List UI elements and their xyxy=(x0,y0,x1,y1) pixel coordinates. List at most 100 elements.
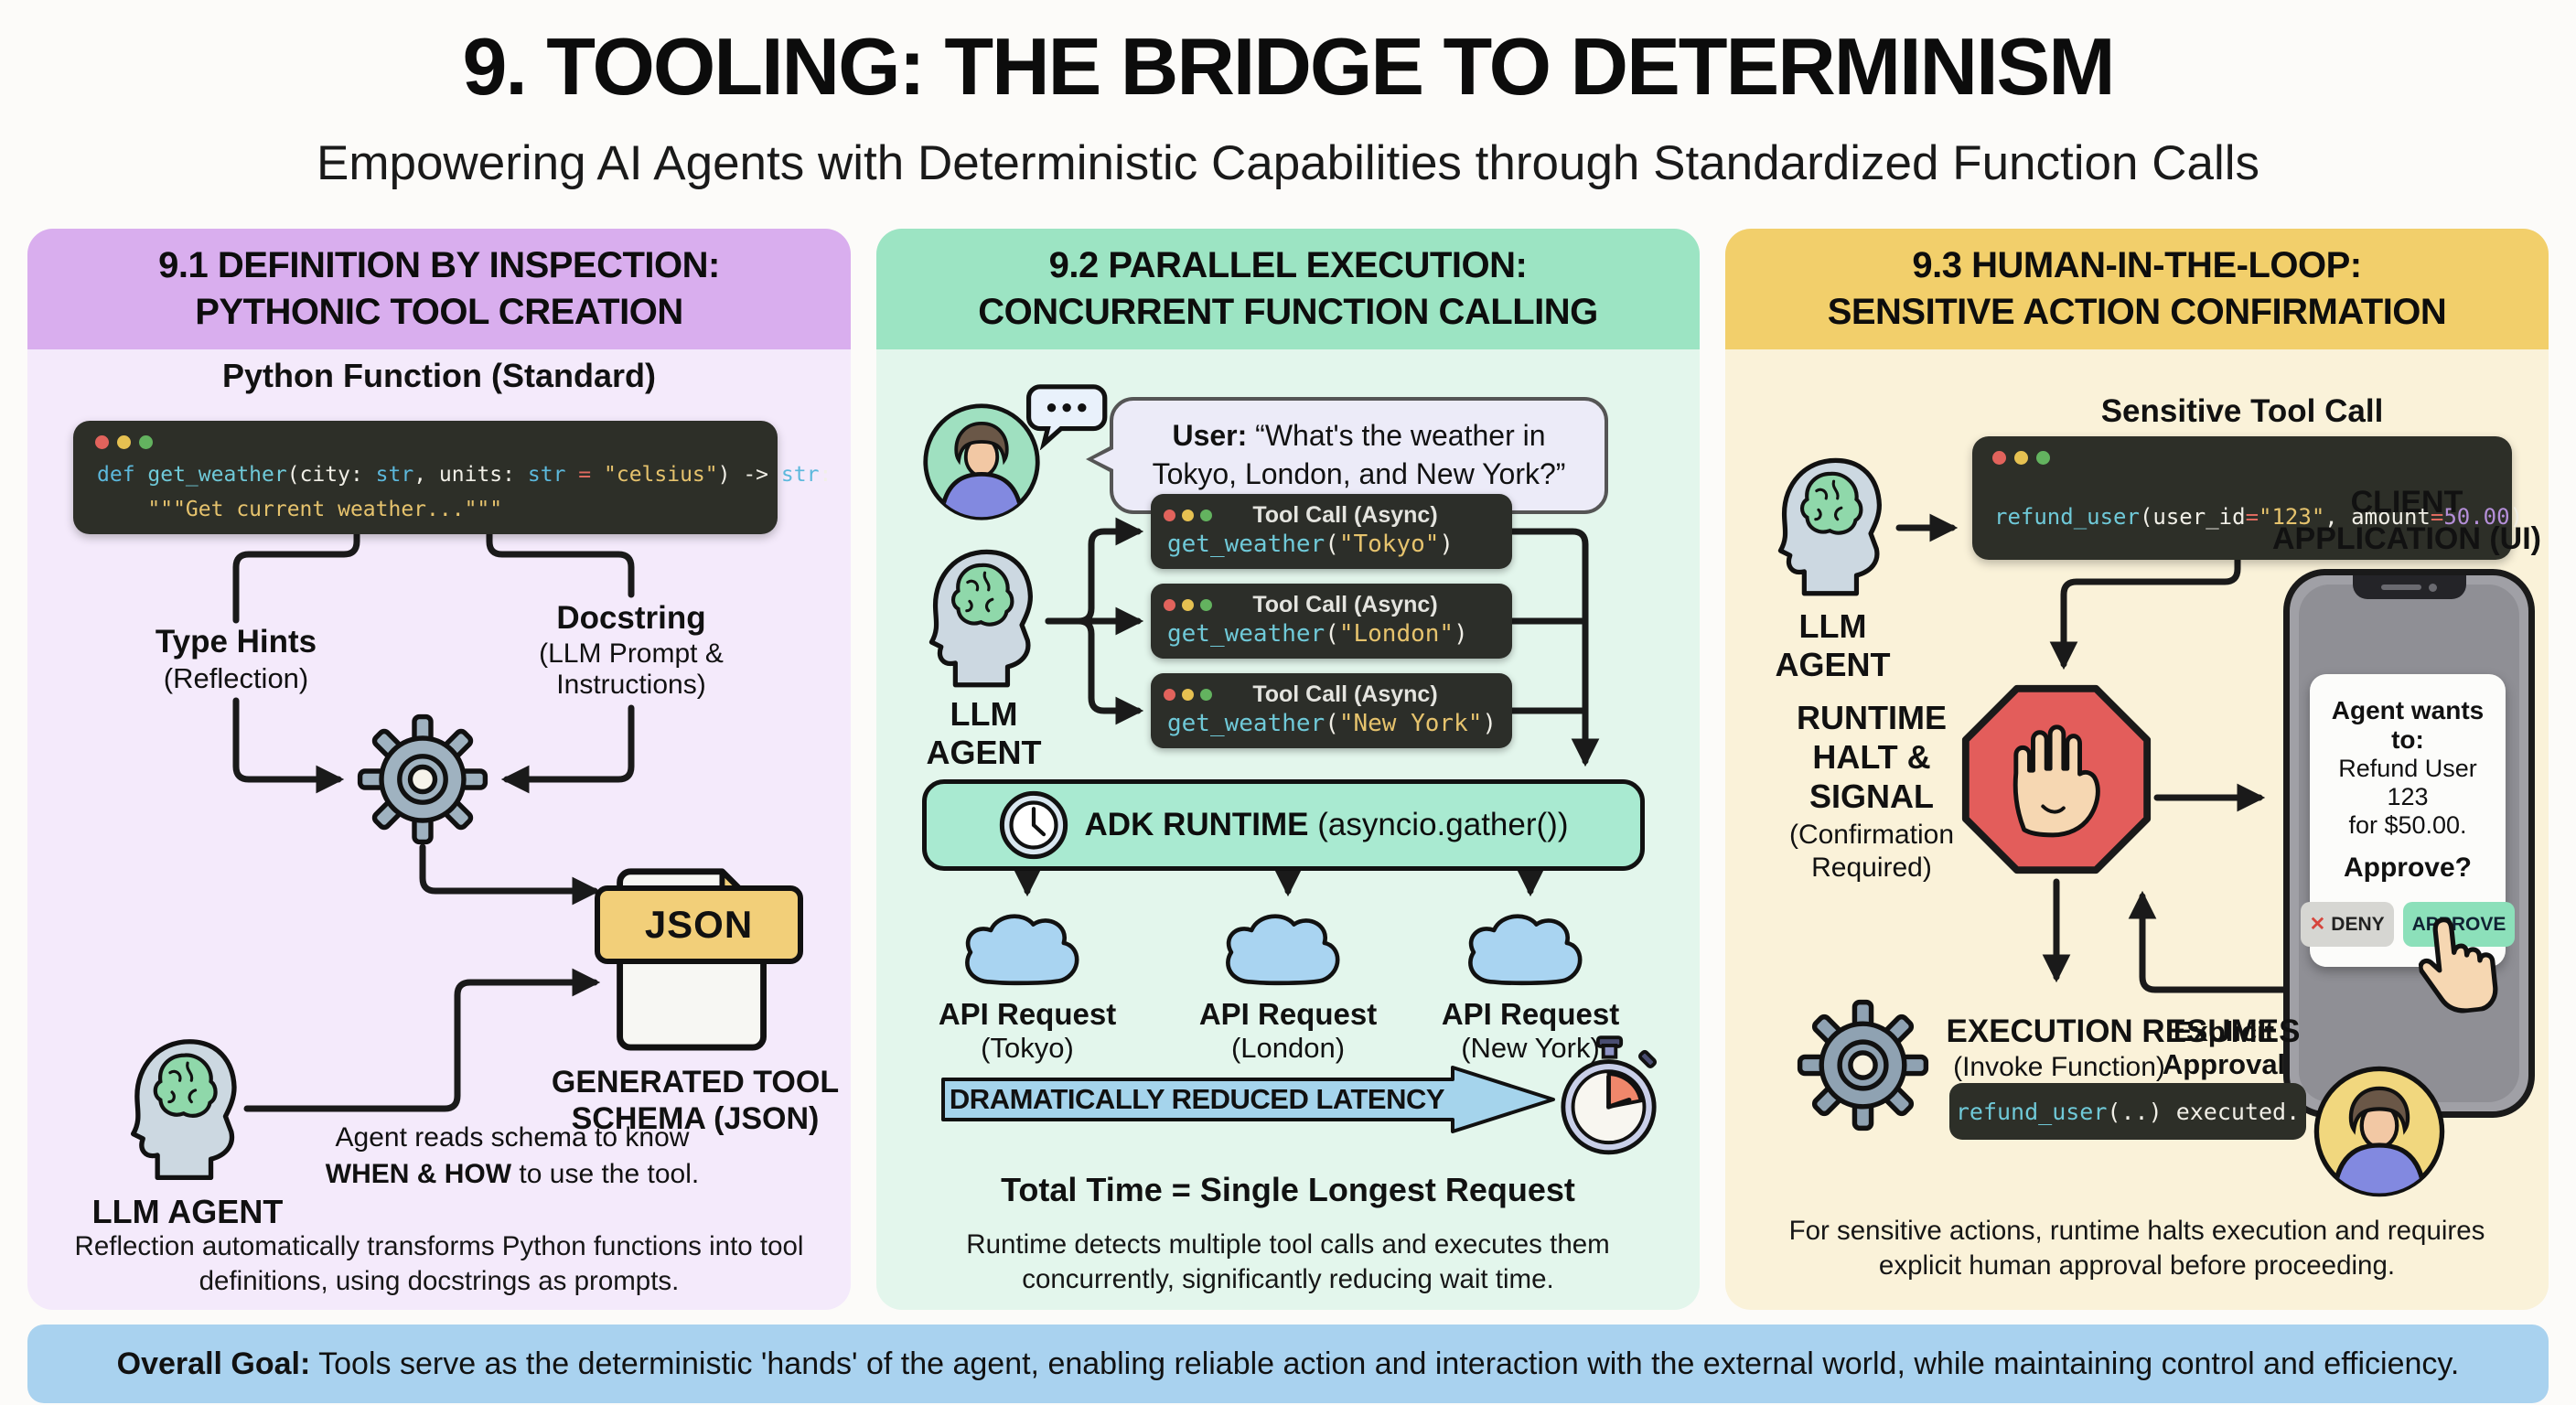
panel2-body: User: “What's the weather in Tokyo, Lond… xyxy=(876,349,1700,1310)
phone-speaker-icon xyxy=(2381,585,2421,590)
panel1-footer-note: Reflection automatically transforms Pyth… xyxy=(74,1231,804,1296)
approval-dialog: Agent wants to: Refund User 123 for $50.… xyxy=(2300,674,2516,967)
cloud-icon xyxy=(1226,914,1340,986)
green-dot-icon xyxy=(1200,599,1212,611)
api-request-city: (London) xyxy=(1230,1032,1346,1064)
adk-runtime-box: ADK RUNTIME (asyncio.gather()) xyxy=(922,779,1645,871)
red-dot-icon xyxy=(95,435,109,449)
overall-goal-bar: Overall Goal: Tools serve as the determi… xyxy=(27,1325,2549,1403)
api-request-label: API Request xyxy=(1441,997,1620,1031)
sensitive-tool-call-label: Sensitive Tool Call xyxy=(2100,393,2384,429)
x-icon: ✕ xyxy=(2309,914,2326,935)
panel1-heading-line1: 9.1 DEFINITION BY INSPECTION: xyxy=(158,244,720,285)
pointer-hand-icon xyxy=(2418,917,2498,1014)
tool-call-box-new-york: Tool Call (Async) get_weather("New York"… xyxy=(1151,673,1512,748)
adk-runtime-label: ADK RUNTIME (asyncio.gather()) xyxy=(1085,807,1569,843)
deny-button[interactable]: ✕DENY xyxy=(2300,902,2394,947)
approve-button[interactable]: APPROVE xyxy=(2402,902,2516,947)
yellow-dot-icon xyxy=(117,435,131,449)
tool-call-title: Tool Call (Async) xyxy=(1252,502,1438,528)
dialog-buttons: ✕DENY APPROVE xyxy=(2300,902,2516,947)
dialog-question: Approve? xyxy=(2343,853,2472,883)
user-quote: “What's the weather in Tokyo, London, an… xyxy=(1152,419,1566,490)
agent-note-rest: to use the tool. xyxy=(511,1159,700,1189)
red-dot-icon xyxy=(1164,689,1175,701)
panel-parallel-execution: 9.2 PARALLEL EXECUTION: CONCURRENT FUNCT… xyxy=(876,229,1700,1310)
llm-agent-label-line2: AGENT xyxy=(1775,646,1891,683)
phone-camera-icon xyxy=(2429,583,2437,592)
execution-resumes-sub: (Invoke Function) xyxy=(1953,1052,2165,1082)
docstring-subtitle-2: Instructions) xyxy=(556,670,706,700)
stopwatch-icon xyxy=(1561,1035,1658,1155)
tool-call-header: Tool Call (Async) xyxy=(1151,673,1512,708)
green-dot-icon xyxy=(1200,509,1212,521)
panel3-heading-line1: 9.3 HUMAN-IN-THE-LOOP: xyxy=(1912,244,2362,285)
code-line-2: """Get current weather...""" xyxy=(97,498,503,521)
tool-call-code: get_weather("New York") xyxy=(1167,710,1497,737)
tool-call-box-tokyo: Tool Call (Async) get_weather("Tokyo") xyxy=(1151,494,1512,569)
deny-label: DENY xyxy=(2331,913,2385,935)
tool-call-header: Tool Call (Async) xyxy=(1151,584,1512,618)
approval-label-line2: Approval xyxy=(2162,1048,2286,1080)
red-dot-icon xyxy=(1992,451,2006,465)
yellow-dot-icon xyxy=(1182,599,1194,611)
overall-goal-label: Overall Goal: xyxy=(116,1346,311,1381)
agent-note-line1: Agent reads schema to know xyxy=(335,1122,690,1153)
client-app-label-line2: APPLICATION (UI) xyxy=(2271,521,2541,556)
green-dot-icon xyxy=(1200,689,1212,701)
tool-call-code: get_weather("Tokyo") xyxy=(1167,531,1454,558)
gear-icon xyxy=(1797,999,1929,1132)
page-title: 9. TOOLING: THE BRIDGE TO DETERMINISM xyxy=(462,21,2115,112)
api-request-label: API Request xyxy=(938,997,1117,1031)
panel1-body: Python Function (Standard) def get_weath… xyxy=(27,349,851,1310)
code-line-1: def get_weather(city: str, units: str = … xyxy=(97,463,832,487)
type-hints-subtitle: (Reflection) xyxy=(163,662,309,694)
yellow-dot-icon xyxy=(1182,689,1194,701)
cloud-icon xyxy=(965,914,1079,986)
panel1-heading-line2: PYTHONIC TOOL CREATION xyxy=(195,292,683,332)
client-app-label-line1: CLIENT xyxy=(2350,485,2463,520)
latency-arrow xyxy=(941,1066,1555,1133)
agent-note-line2: WHEN & HOW to use the tool. xyxy=(293,1159,732,1190)
total-time-label: Total Time = Single Longest Request xyxy=(1001,1171,1575,1208)
python-function-label: Python Function (Standard) xyxy=(222,357,656,394)
sensitive-code-window: refund_user(user_id="123", amount=50.00) xyxy=(1972,436,2523,560)
execution-resumes-title: EXECUTION RESUMES xyxy=(1946,1014,2301,1049)
panel3-footer-note: For sensitive actions, runtime halts exe… xyxy=(1788,1216,2485,1281)
overall-goal-text: Tools serve as the deterministic 'hands'… xyxy=(310,1346,2460,1381)
agent-note-bold: WHEN & HOW xyxy=(325,1159,512,1189)
halt-title-line1: RUNTIME xyxy=(1797,699,1947,736)
python-code-window: def get_weather(city: str, units: str = … xyxy=(73,421,832,534)
tool-call-code: get_weather("London") xyxy=(1167,620,1468,648)
executed-code-chip: refund_user(..) executed. xyxy=(1949,1083,2306,1140)
latency-label: DRAMATICALLY REDUCED LATENCY xyxy=(949,1083,1445,1115)
halt-sub-line1: (Confirmation xyxy=(1788,820,1955,850)
page-subtitle: Empowering AI Agents with Deterministic … xyxy=(316,136,2259,190)
api-request-label: API Request xyxy=(1198,997,1378,1031)
bubble-tail-fill xyxy=(1093,448,1115,470)
llm-agent-label-line2: AGENT xyxy=(926,734,1042,771)
schema-label-line2: SCHEMA (JSON) xyxy=(571,1101,820,1136)
user-avatar xyxy=(923,403,1040,520)
cloud-icon xyxy=(1468,914,1583,986)
panel3-body: LLM AGENT Sensitive Tool Call refund_use… xyxy=(1725,349,2549,1310)
llm-agent-label-line1: LLM xyxy=(1798,607,1867,645)
llm-agent-brain-icon xyxy=(1777,457,1882,596)
tool-call-header: Tool Call (Async) xyxy=(1151,494,1512,529)
panel3-heading-line2: SENSITIVE ACTION CONFIRMATION xyxy=(1827,292,2447,332)
halt-title-line3: SIGNAL xyxy=(1809,778,1934,815)
panel-definition-by-inspection: 9.1 DEFINITION BY INSPECTION: PYTHONIC T… xyxy=(27,229,851,1310)
red-dot-icon xyxy=(1164,509,1175,521)
panel2-heading: 9.2 PARALLEL EXECUTION: CONCURRENT FUNCT… xyxy=(876,229,1700,349)
json-badge: JSON xyxy=(595,885,803,964)
panel2-heading-line2: CONCURRENT FUNCTION CALLING xyxy=(978,292,1598,332)
dialog-line2: Refund User 123 xyxy=(2338,755,2477,810)
api-request-city: (New York) xyxy=(1461,1032,1600,1064)
speech-bubble-icon xyxy=(1025,384,1108,450)
docstring-subtitle-1: (LLM Prompt & xyxy=(539,638,724,669)
clock-icon xyxy=(999,790,1068,860)
approval-label-line1: Explicit xyxy=(2173,1015,2275,1047)
green-dot-icon xyxy=(139,435,153,449)
api-request-city: (Tokyo) xyxy=(981,1032,1074,1064)
red-dot-icon xyxy=(1164,599,1175,611)
